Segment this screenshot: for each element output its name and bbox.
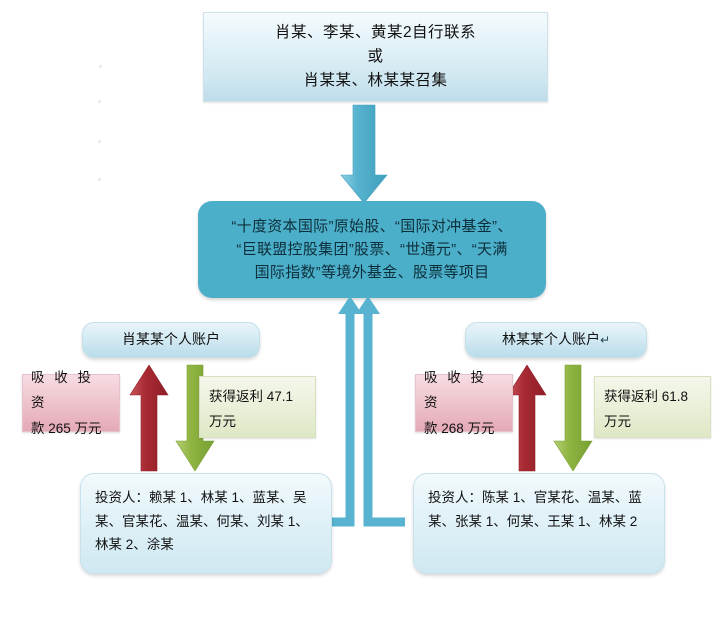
right-account-box: 林某某个人账户↵: [465, 322, 647, 358]
background-speck: [99, 65, 102, 68]
right-rebate-label-line-1: 获得返利 61.8: [604, 389, 689, 404]
top-box-line-2: 或: [367, 47, 384, 65]
right-investor-list: 投资人：陈某 1、官某花、温某、蓝某、张某 1、何某、王某 1、林某 2: [428, 490, 642, 529]
left-rebate-label-line-1: 获得返利 47.1: [209, 389, 294, 404]
left-investment-up-arrow-icon: [127, 363, 171, 475]
center-box-line-2: “巨联盟控股集团”股票、“世通元”、“天满: [236, 240, 508, 258]
left-account-box: 肖某某个人账户: [82, 322, 260, 358]
background-speck: [98, 100, 101, 103]
top-down-arrow-icon: [338, 103, 390, 208]
left-investment-label-box: 吸 收 投 资 款 265 万元: [22, 370, 120, 436]
right-investment-label-line-2: 款 268 万元: [424, 420, 495, 436]
right-investment-label-box: 吸 收 投 资 款 268 万元: [415, 370, 513, 436]
right-investor-box: 投资人：陈某 1、官某花、温某、蓝某、张某 1、何某、王某 1、林某 2: [413, 473, 665, 574]
right-rebate-label-box: 获得返利 61.8 万元: [594, 376, 711, 438]
right-rebate-down-arrow-icon: [551, 363, 595, 475]
center-project-box: “十度资本国际”原始股、“国际对冲基金”、 “巨联盟控股集团”股票、“世通元”、…: [198, 201, 546, 298]
top-origin-box: 肖某、李某、黄某2自行联系 或 肖某某、林某某召集: [203, 12, 548, 102]
right-account-label: 林某某个人账户: [501, 331, 600, 348]
right-investment-label-line-1: 吸 收 投 资: [424, 369, 488, 411]
left-investment-label-line-1: 吸 收 投 资: [31, 369, 95, 411]
background-speck: [98, 140, 101, 143]
top-box-line-3: 肖某某、林某某召集: [303, 72, 448, 89]
left-investor-box: 投资人：赖某 1、林某 1、蓝某、吴某、官某花、温某、何某、刘某 1、林某 2、…: [80, 473, 332, 574]
right-rebate-label-line-2: 万元: [604, 413, 631, 429]
background-speck: [98, 178, 101, 181]
left-investment-label-line-2: 款 265 万元: [31, 420, 102, 436]
center-box-line-1: “十度资本国际”原始股、“国际对冲基金”、: [231, 217, 513, 235]
top-box-line-1: 肖某、李某、黄某2自行联系: [274, 23, 477, 41]
left-account-label: 肖某某个人账户: [122, 331, 220, 348]
right-investor-to-center-connector: [355, 296, 435, 530]
center-box-line-3: 国际指数”等境外基金、股票等项目: [254, 264, 490, 282]
left-investor-list: 投资人：赖某 1、林某 1、蓝某、吴某、官某花、温某、何某、刘某 1、林某 2、…: [95, 490, 309, 553]
right-account-label-paragraph-mark: ↵: [599, 332, 611, 347]
left-rebate-label-line-2: 万元: [209, 413, 236, 429]
left-rebate-label-box: 获得返利 47.1 万元: [199, 376, 316, 438]
